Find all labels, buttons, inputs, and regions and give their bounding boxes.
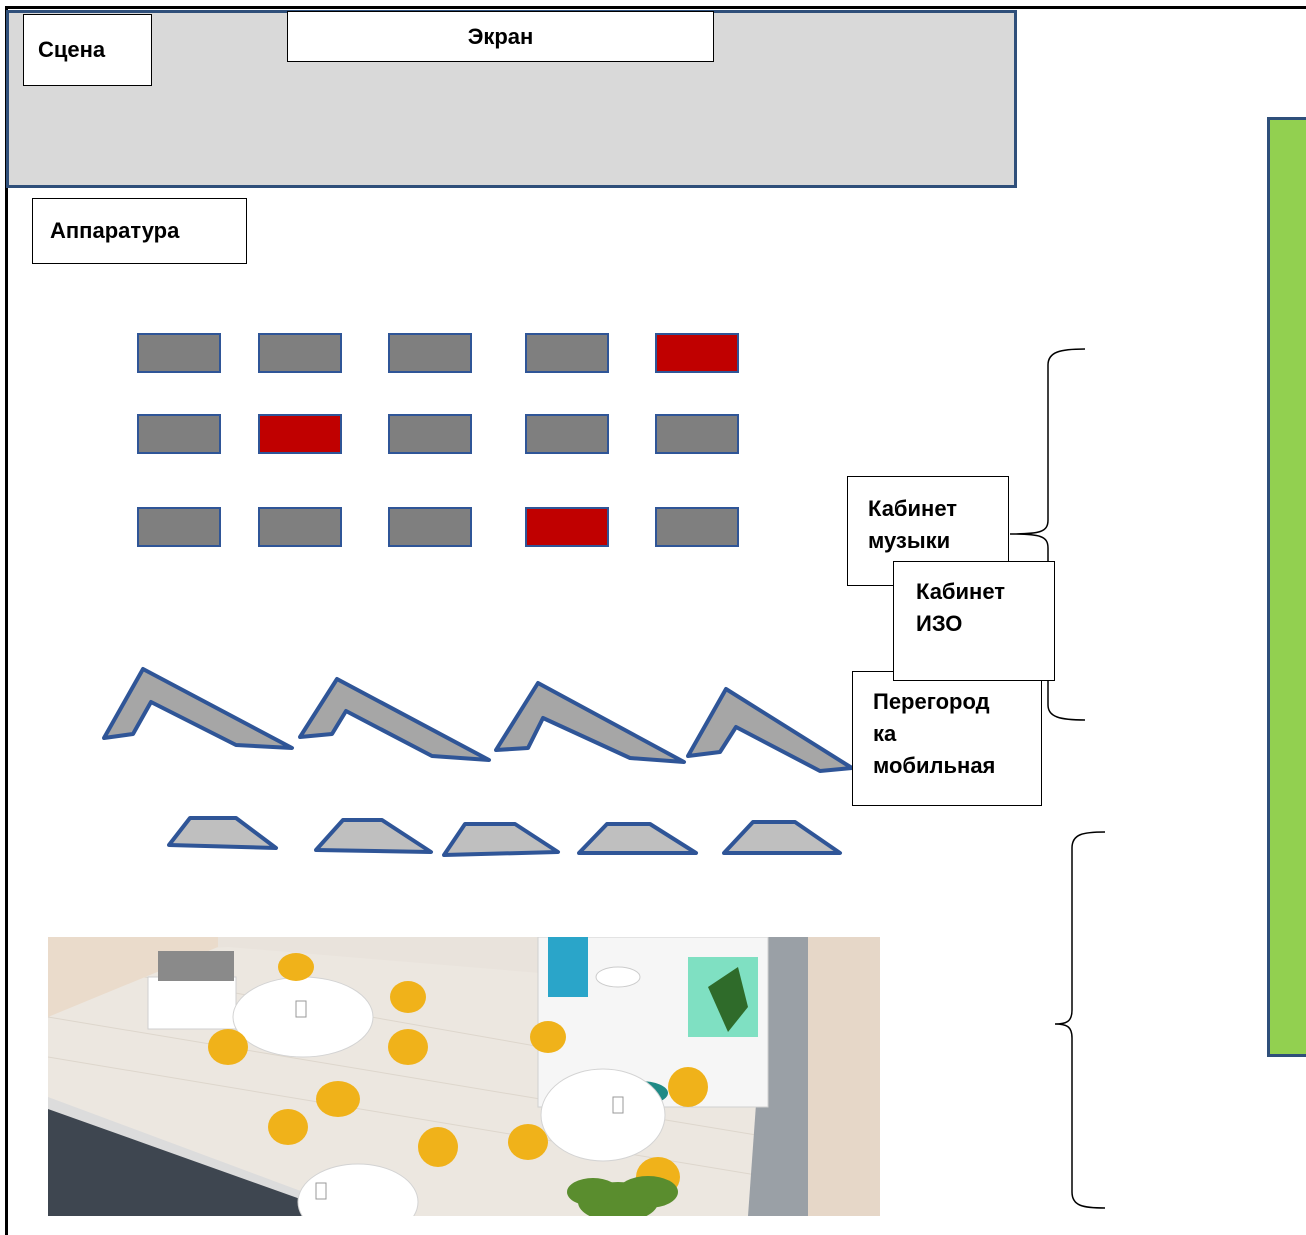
green-panel <box>1267 117 1306 1057</box>
trapezoid-table-1 <box>167 816 278 850</box>
music-room-label: Кабинет музыки <box>847 476 1009 586</box>
desk <box>137 414 221 454</box>
desk <box>388 333 472 373</box>
desk-highlighted <box>525 507 609 547</box>
trapezoid-table-5 <box>722 820 842 855</box>
trapezoid-table-2 <box>314 818 433 854</box>
mobile-partition-label: Перегород ка мобильная <box>852 671 1042 806</box>
partition-1 <box>102 667 294 750</box>
partition-4 <box>686 687 854 773</box>
desk <box>388 507 472 547</box>
partition-3 <box>494 681 686 764</box>
desk <box>137 333 221 373</box>
desk <box>525 333 609 373</box>
desk-highlighted <box>655 333 739 373</box>
desk-highlighted <box>258 414 342 454</box>
art-room-illustration <box>48 937 880 1216</box>
desk <box>655 507 739 547</box>
room-wall-top <box>8 6 1306 9</box>
desk <box>525 414 609 454</box>
trapezoid-table-3 <box>442 822 560 857</box>
stage-label: Сцена <box>23 14 152 86</box>
desk <box>258 507 342 547</box>
desk <box>137 507 221 547</box>
room-wall-left <box>5 6 8 1235</box>
trapezoid-table-4 <box>577 822 698 855</box>
equipment-label: Аппаратура <box>32 198 247 264</box>
art-room-label: Кабинет ИЗО <box>893 561 1055 681</box>
music-room-bracket <box>1009 348 1086 721</box>
screen-label: Экран <box>287 11 714 62</box>
art-room-bracket <box>1054 831 1106 1209</box>
desk <box>388 414 472 454</box>
partition-2 <box>298 677 491 762</box>
desk <box>258 333 342 373</box>
desk <box>655 414 739 454</box>
